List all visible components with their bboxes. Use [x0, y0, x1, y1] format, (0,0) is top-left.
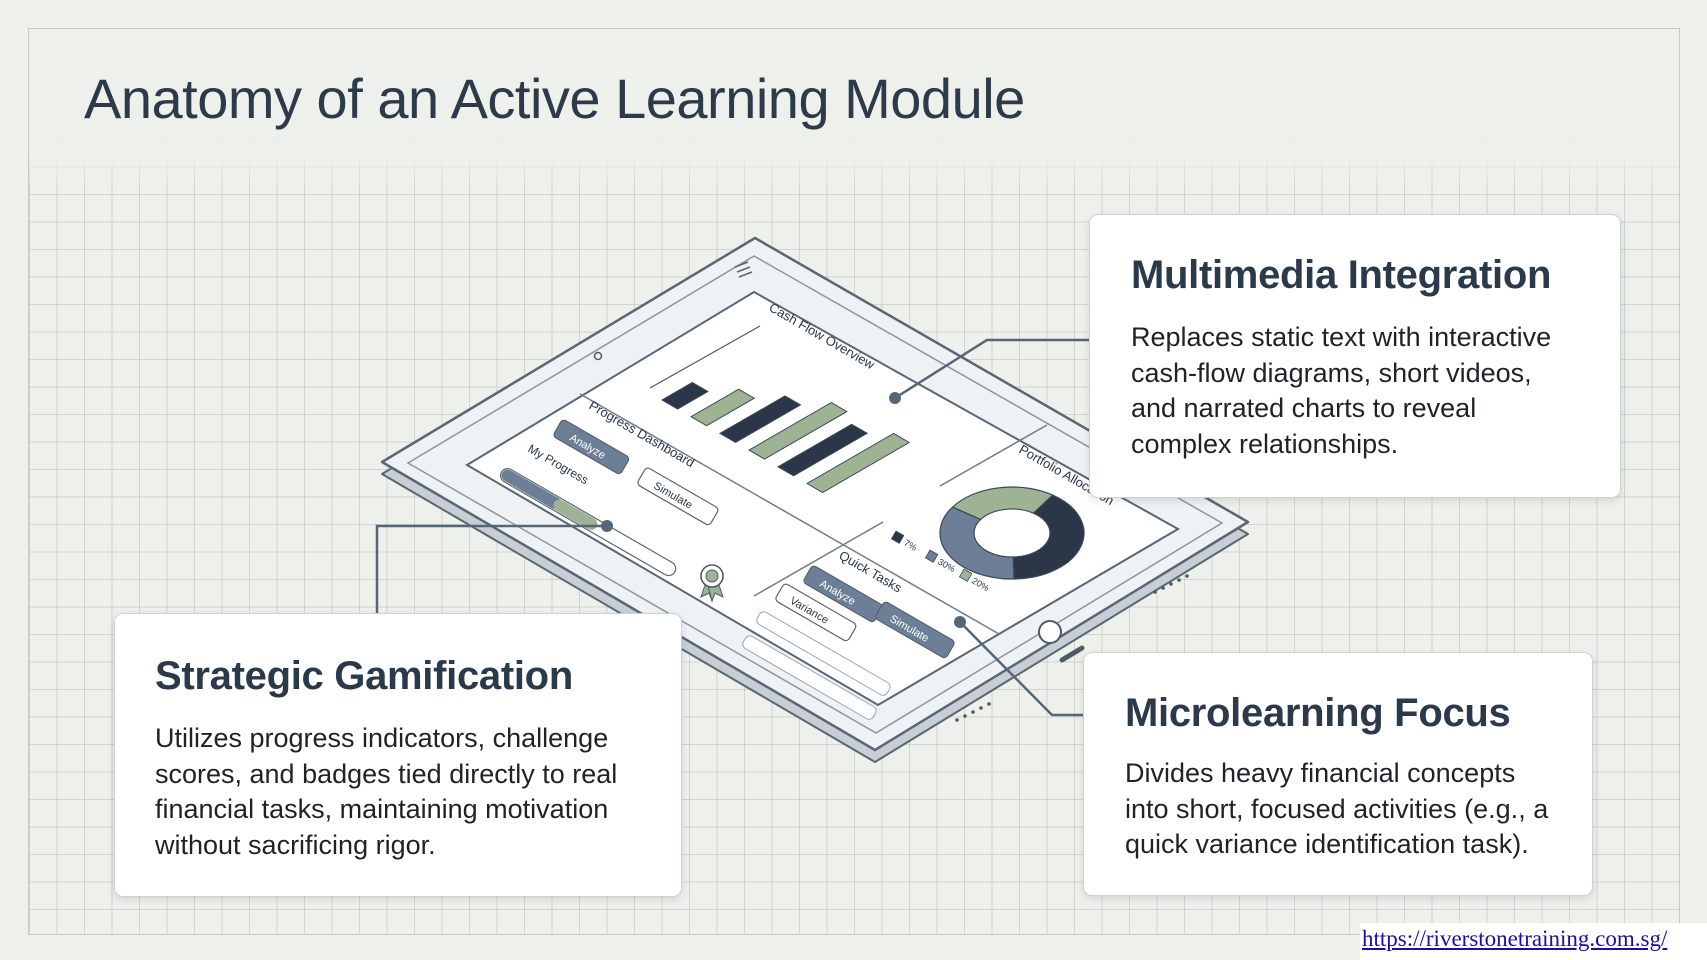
task-placeholder-line [742, 635, 877, 720]
progress-bar-fill-tip [553, 499, 598, 531]
connector-microlearning [959, 621, 1084, 717]
speaker-grille-bottom [955, 702, 991, 722]
screen-divider-main [579, 393, 1000, 635]
progress-bar [499, 467, 677, 577]
legend-item: 7% [890, 530, 919, 553]
donut-slice [939, 506, 1015, 580]
connector-dots [601, 392, 966, 628]
legend-swatch [958, 568, 973, 582]
description-line: without sacrificing rigor. [155, 829, 436, 860]
legend-swatch [890, 530, 905, 544]
tablet-device [380, 236, 1250, 763]
gamification-description: Utilizes progress indicators, challenge … [155, 721, 681, 863]
description-line: and narrated charts to reveal [1131, 393, 1477, 423]
tablet-screen [465, 290, 1181, 707]
description-line: quick variance identification task). [1125, 829, 1529, 859]
connector-dot [601, 520, 613, 532]
home-button [1038, 620, 1062, 644]
strategic-gamification-card: Strategic Gamification Utilizes progress… [114, 613, 682, 897]
microlearning-focus-card: Microlearning Focus Divides heavy financ… [1083, 652, 1593, 896]
description-line: scores, and badges tied directly to real [155, 758, 618, 789]
screen-divider-right [939, 424, 1048, 487]
cash-flow-bar [748, 402, 848, 460]
donut-slice [951, 486, 1054, 521]
cash-flow-bar [719, 395, 802, 443]
cash-flow-bars [661, 381, 911, 494]
connector-multimedia [894, 338, 1090, 400]
gamification-heading: Strategic Gamification [155, 654, 573, 698]
cash-flow-bar [661, 381, 709, 410]
task-placeholder-line [756, 611, 891, 696]
cash-flow-axis [649, 325, 761, 389]
portfolio-donut-chart [939, 486, 1085, 580]
menu-icon [734, 261, 753, 278]
cash-flow-bar [777, 423, 869, 477]
microlearning-heading: Microlearning Focus [1125, 691, 1511, 735]
multimedia-description: Replaces static text with interactive ca… [1131, 320, 1620, 462]
cash-flow-bar [690, 388, 756, 427]
description-line: complex relationships. [1131, 428, 1399, 459]
progress-bar-fill [501, 469, 562, 510]
tablet-bezel [406, 255, 1224, 734]
side-button [1059, 645, 1085, 663]
description-line: into short, focused activities (e.g., a [1125, 793, 1549, 824]
callout-connectors [375, 338, 1090, 717]
connector-dot [954, 616, 966, 628]
description-line: cash-flow diagrams, short videos, [1131, 357, 1532, 388]
donut-slice [1012, 494, 1085, 580]
cash-flow-bar [806, 432, 911, 494]
connector-dot [889, 392, 901, 404]
description-line: financial tasks, maintaining motivation [155, 794, 609, 824]
description-line: Utilizes progress indicators, challenge [155, 723, 609, 753]
title-band [29, 29, 1679, 187]
description-line: Replaces static text with interactive [1131, 322, 1552, 352]
multimedia-integration-card: Multimedia Integration Replaces static t… [1089, 214, 1621, 498]
screen-divider-left [753, 521, 884, 597]
connector-gamification [375, 524, 607, 614]
front-camera [593, 351, 603, 361]
footer-link-box: https://riverstonetraining.com.sg/ [1360, 923, 1707, 960]
multimedia-heading: Multimedia Integration [1131, 253, 1552, 297]
speaker-grille-right [1153, 574, 1189, 594]
description-line: Divides heavy financial concepts [1125, 758, 1516, 788]
website-link[interactable]: https://riverstonetraining.com.sg/ [1362, 926, 1668, 951]
legend-swatch [924, 549, 939, 563]
badge-icon [700, 564, 724, 603]
microlearning-description: Divides heavy financial concepts into sh… [1125, 756, 1592, 863]
page-title: Anatomy of an Active Learning Module [84, 67, 1025, 130]
